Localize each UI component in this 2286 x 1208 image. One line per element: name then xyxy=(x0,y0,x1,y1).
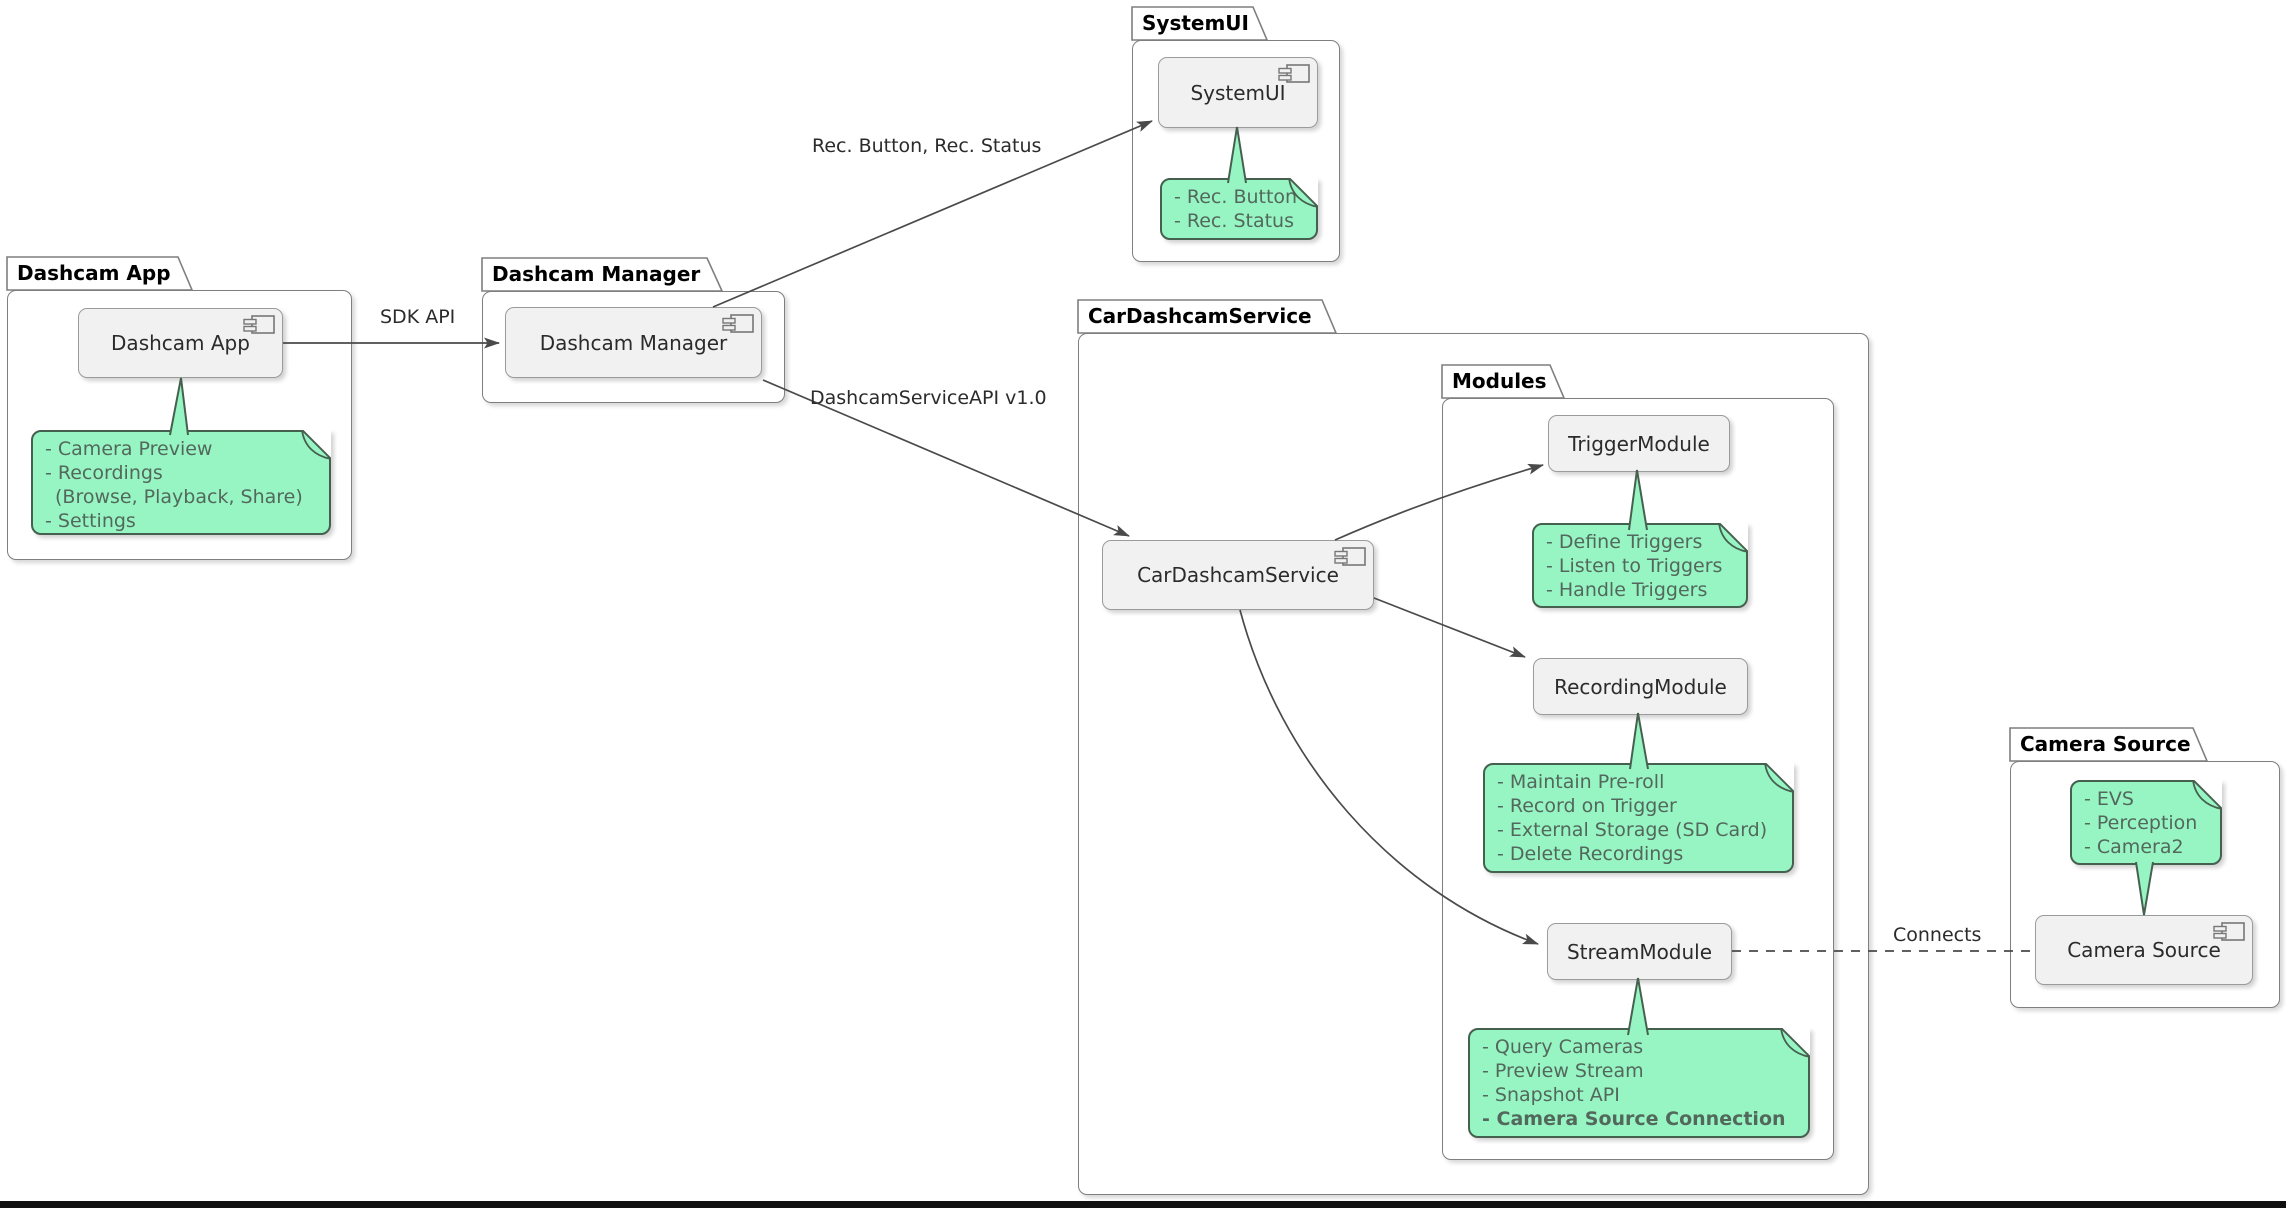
note-fold-icon xyxy=(1764,763,1794,793)
note-fold-icon xyxy=(301,430,331,460)
component-dashcam-manager: Dashcam Manager xyxy=(505,307,762,378)
package-title-car-dashcam-service: CarDashcamService xyxy=(1088,304,1312,328)
note-line: - Record on Trigger xyxy=(1497,795,1677,817)
note-line: - Settings xyxy=(45,510,136,532)
note-recording-module: - Maintain Pre-roll - Record on Trigger … xyxy=(1483,763,1794,873)
note-fold-icon xyxy=(2192,780,2222,810)
note-line: - Recordings xyxy=(45,462,163,484)
component-car-dashcam-service: CarDashcamService xyxy=(1102,540,1374,610)
edge-rec-button-status xyxy=(712,120,1153,308)
component-icon xyxy=(722,314,754,333)
note-line: - Delete Recordings xyxy=(1497,843,1684,865)
tab-car-dashcam-service xyxy=(1077,299,1338,334)
tab-camera-source xyxy=(2009,727,2209,762)
component-icon xyxy=(2213,922,2245,941)
edge-label-connects: Connects xyxy=(1893,924,1982,946)
component-icon xyxy=(1278,64,1310,83)
component-trigger-module-label: TriggerModule xyxy=(1568,431,1710,456)
component-systemui: SystemUI xyxy=(1158,57,1318,128)
edge-label-rec-button-status: Rec. Button, Rec. Status xyxy=(812,135,1042,157)
package-tabs xyxy=(6,6,2209,762)
component-camera-source-label: Camera Source xyxy=(2067,938,2221,962)
component-stream-module: StreamModule xyxy=(1547,923,1732,980)
package-title-modules: Modules xyxy=(1452,369,1547,393)
component-car-dashcam-service-label: CarDashcamService xyxy=(1137,563,1339,587)
note-line: - Camera Source Connection xyxy=(1482,1108,1786,1130)
note-line: - Define Triggers xyxy=(1546,531,1703,553)
note-line: - Maintain Pre-roll xyxy=(1497,771,1665,793)
note-systemui: - Rec. Button - Rec. Status xyxy=(1160,178,1318,240)
note-line: - Handle Triggers xyxy=(1546,579,1708,601)
edge-to-stream-module xyxy=(1239,609,1539,945)
edge-to-recording-module xyxy=(1373,597,1526,658)
component-icon xyxy=(1334,547,1366,566)
note-fold-icon xyxy=(1288,178,1318,208)
note-pointer-systemui xyxy=(1227,126,1247,184)
note-line: - Camera Preview xyxy=(45,438,213,460)
component-dashcam-app: Dashcam App xyxy=(78,308,283,378)
note-fold-icon xyxy=(1718,523,1748,553)
tab-dashcam-app xyxy=(6,256,194,291)
component-recording-module-label: RecordingModule xyxy=(1554,674,1727,699)
note-line: - Camera2 xyxy=(2084,836,2184,858)
component-trigger-module: TriggerModule xyxy=(1548,415,1730,472)
note-pointer-recording xyxy=(1629,712,1649,770)
note-line: - Preview Stream xyxy=(1482,1060,1644,1082)
note-line: - Rec. Status xyxy=(1174,210,1295,232)
note-stream-module: - Query Cameras - Preview Stream - Snaps… xyxy=(1468,1028,1810,1138)
edge-dashcam-service-api xyxy=(762,379,1130,537)
note-line: - Perception xyxy=(2084,812,2198,834)
note-line: - External Storage (SD Card) xyxy=(1497,819,1768,841)
note-line: - Query Cameras xyxy=(1482,1036,1644,1058)
component-camera-source: Camera Source xyxy=(2035,915,2253,985)
component-recording-module: RecordingModule xyxy=(1533,658,1748,715)
tab-systemui xyxy=(1131,6,1269,41)
package-title-dashcam-app: Dashcam App xyxy=(17,261,171,285)
package-title-camera-source: Camera Source xyxy=(2020,732,2191,756)
bottom-bar xyxy=(0,1201,2286,1208)
note-pointer-stream xyxy=(1627,977,1649,1036)
note-dashcam-app: - Camera Preview - Recordings (Browse, P… xyxy=(31,430,331,535)
note-camera-source: - EVS - Perception - Camera2 xyxy=(2070,780,2222,865)
package-title-dashcam-manager: Dashcam Manager xyxy=(492,262,701,286)
note-pointer-camera-source xyxy=(2135,861,2154,916)
note-line: - Rec. Button xyxy=(1174,186,1298,208)
component-dashcam-app-label: Dashcam App xyxy=(111,331,250,355)
tab-modules xyxy=(1441,364,1566,399)
edge-label-sdk-api: SDK API xyxy=(380,306,456,328)
component-stream-module-label: StreamModule xyxy=(1566,939,1713,964)
note-line: - EVS xyxy=(2084,788,2134,810)
tab-dashcam-manager xyxy=(481,257,724,292)
note-fold-icon xyxy=(1780,1028,1810,1058)
component-systemui-label: SystemUI xyxy=(1190,80,1286,105)
edge-to-trigger-module xyxy=(1334,463,1544,541)
note-pointer-trigger xyxy=(1628,469,1648,531)
edge-label-dashcam-service-api: DashcamServiceAPI v1.0 xyxy=(810,387,1047,409)
note-line: - Snapshot API xyxy=(1482,1084,1620,1106)
package-title-systemui: SystemUI xyxy=(1142,11,1249,35)
component-dashcam-manager-label: Dashcam Manager xyxy=(539,330,728,355)
component-icon xyxy=(243,315,275,334)
note-line: (Browse, Playback, Share) xyxy=(55,486,303,508)
note-line: - Listen to Triggers xyxy=(1546,555,1723,577)
note-pointer-dashcam-app xyxy=(169,377,189,436)
